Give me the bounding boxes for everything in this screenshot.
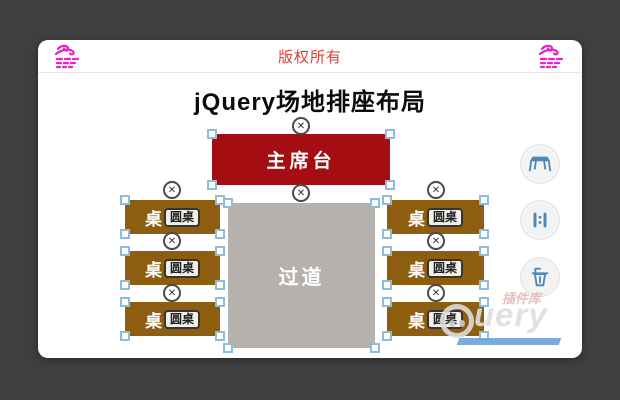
resize-handle-tr[interactable] [479, 246, 489, 256]
round-table-badge: 圆桌 [426, 309, 463, 329]
resize-handle-tr[interactable] [370, 198, 380, 208]
add-table-button[interactable] [520, 144, 560, 184]
table-box[interactable]: 桌 圆桌 [382, 246, 489, 290]
trash-icon [531, 267, 549, 287]
delete-tool-button[interactable] [520, 257, 560, 297]
round-table-badge: 圆桌 [163, 207, 200, 227]
resize-handle-tl[interactable] [120, 195, 130, 205]
resize-handle-br[interactable] [215, 229, 225, 239]
table-label: 桌 [407, 260, 425, 280]
round-table-badge: 圆桌 [163, 309, 200, 329]
table-box[interactable]: 桌 圆桌 [120, 195, 225, 239]
stage-label: 主席台 [266, 151, 336, 172]
resize-handle-tr[interactable] [385, 129, 395, 139]
layout-card: 版权所有 jQuery场地排座布局 主席台 ✕ 过道 ✕ 桌 圆桌 ✕ 桌 圆桌… [38, 40, 582, 358]
resize-handle-tl[interactable] [382, 297, 392, 307]
resize-handle-tl[interactable] [382, 246, 392, 256]
resize-handle-bl[interactable] [207, 180, 217, 190]
table-label: 桌 [144, 311, 162, 331]
resize-handle-br[interactable] [215, 331, 225, 341]
resize-handle-tl[interactable] [120, 297, 130, 307]
table-box[interactable]: 桌 圆桌 [382, 195, 489, 239]
resize-handle-tr[interactable] [215, 297, 225, 307]
resize-handle-bl[interactable] [120, 229, 130, 239]
distribute-spacing-icon [533, 212, 547, 228]
resize-handle-tr[interactable] [215, 246, 225, 256]
round-table-badge: 圆桌 [426, 207, 463, 227]
resize-handle-tr[interactable] [479, 195, 489, 205]
delete-x-button[interactable]: ✕ [163, 181, 181, 199]
resize-handle-tl[interactable] [207, 129, 217, 139]
copyright-text: 版权所有 [277, 48, 342, 66]
round-table-badge: 圆桌 [163, 258, 200, 278]
aisle-box[interactable]: 过道 [223, 198, 380, 353]
resize-handle-bl[interactable] [382, 331, 392, 341]
table-box[interactable]: 桌 圆桌 [120, 297, 225, 341]
stage-box[interactable]: 主席台 [207, 129, 395, 190]
resize-handle-bl[interactable] [382, 229, 392, 239]
delete-x-button[interactable]: ✕ [427, 232, 445, 250]
table-label: 桌 [144, 260, 162, 280]
resize-handle-br[interactable] [479, 280, 489, 290]
delete-x-button[interactable]: ✕ [427, 284, 445, 302]
delete-x-button[interactable]: ✕ [427, 181, 445, 199]
page-title: jQuery场地排座布局 [193, 89, 427, 116]
resize-handle-bl[interactable] [223, 343, 233, 353]
wind-icon [54, 44, 81, 69]
table-label: 桌 [407, 209, 425, 229]
resize-handle-br[interactable] [479, 229, 489, 239]
resize-handle-bl[interactable] [120, 331, 130, 341]
delete-x-button[interactable]: ✕ [292, 184, 310, 202]
table-box[interactable]: 桌 圆桌 [382, 297, 489, 341]
resize-handle-tl[interactable] [120, 246, 130, 256]
delete-x-button[interactable]: ✕ [163, 284, 181, 302]
resize-handle-tr[interactable] [479, 297, 489, 307]
resize-handle-br[interactable] [479, 331, 489, 341]
table-icon [528, 156, 552, 172]
resize-handle-tl[interactable] [382, 195, 392, 205]
table-box[interactable]: 桌 圆桌 [120, 246, 225, 290]
distribute-spacing-button[interactable] [520, 200, 560, 240]
top-bar: 版权所有 [38, 40, 582, 73]
resize-handle-bl[interactable] [120, 280, 130, 290]
resize-handle-br[interactable] [385, 180, 395, 190]
resize-handle-br[interactable] [370, 343, 380, 353]
table-label: 桌 [407, 311, 425, 331]
resize-handle-br[interactable] [215, 280, 225, 290]
delete-x-button[interactable]: ✕ [292, 117, 310, 135]
watermark-banner [456, 338, 562, 345]
resize-handle-tr[interactable] [215, 195, 225, 205]
table-label: 桌 [144, 209, 162, 229]
wind-icon [538, 44, 565, 69]
round-table-badge: 圆桌 [426, 258, 463, 278]
resize-handle-bl[interactable] [382, 280, 392, 290]
aisle-label: 过道 [278, 267, 325, 289]
delete-x-button[interactable]: ✕ [163, 232, 181, 250]
